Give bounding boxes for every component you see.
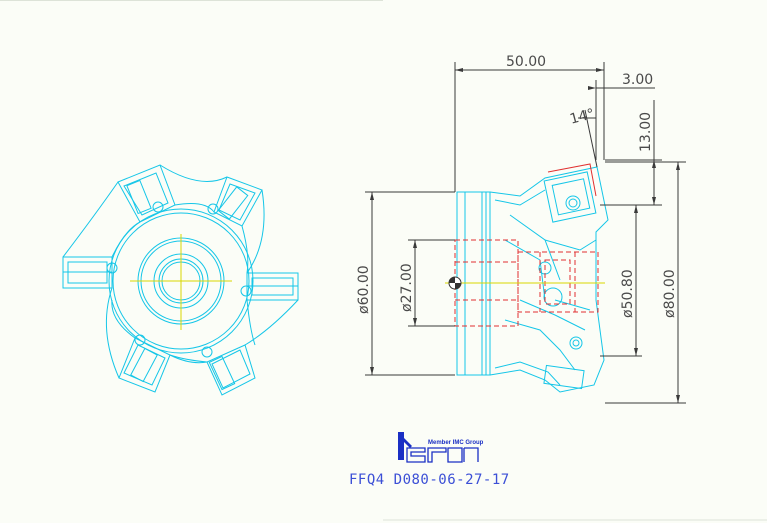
dim-dia-body: ø60.00 xyxy=(356,265,372,314)
insert-pocket xyxy=(62,256,113,289)
dim-dia-bore: ø27.00 xyxy=(399,263,415,312)
dim-insert-height: 13.00 xyxy=(638,112,654,152)
dim-dia-outer: ø80.00 xyxy=(662,269,678,318)
insert-pocket xyxy=(213,176,263,227)
insert-pocket xyxy=(117,164,176,223)
dim-offset-top: 3.00 xyxy=(622,72,653,88)
dim-angle: 14° xyxy=(568,106,596,128)
insert-pocket xyxy=(246,272,299,301)
insert-contour-red xyxy=(547,163,597,197)
dimension-arrows xyxy=(370,68,680,403)
logo-tagline: Member IMC Group xyxy=(428,440,484,446)
insert-pocket xyxy=(118,337,171,393)
dim-dia-cut: ø50.80 xyxy=(620,269,636,318)
dimension-lines xyxy=(365,62,686,404)
iscar-logo: Member IMC Group xyxy=(398,432,484,463)
side-view xyxy=(456,166,609,393)
insert-pocket xyxy=(206,344,256,396)
front-centerlines xyxy=(130,234,232,330)
center-marker xyxy=(448,276,462,290)
dim-length-total: 50.00 xyxy=(506,54,546,70)
part-code: FFQ4 D080-06-27-17 xyxy=(349,472,510,488)
